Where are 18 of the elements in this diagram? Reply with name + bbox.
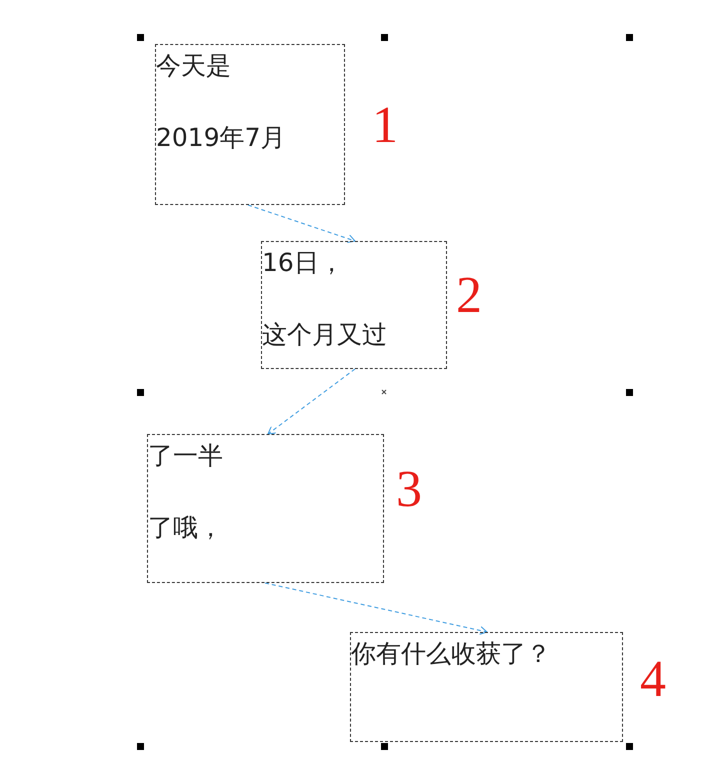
text-line: 今天是 (156, 50, 232, 82)
text-frame (155, 44, 345, 205)
arrow (248, 204, 356, 244)
handwritten-number: 2 (456, 268, 482, 324)
text-frame (350, 632, 623, 742)
text-frame (261, 241, 447, 369)
text-line: 16日， (262, 247, 345, 279)
handwritten-number: 3 (396, 462, 422, 518)
text-line: 了哦， (148, 512, 224, 544)
arrow (268, 368, 356, 434)
text-line: 这个月又过 (262, 319, 388, 351)
text-line: 你有什么收获了？ (351, 638, 552, 670)
arrow (264, 582, 488, 635)
text-line: 了一半 (148, 440, 224, 472)
text-frame (147, 434, 384, 583)
text-line: 2019年7月 (156, 122, 287, 154)
handwritten-number: 4 (640, 652, 666, 708)
handwritten-number: 1 (372, 98, 398, 154)
